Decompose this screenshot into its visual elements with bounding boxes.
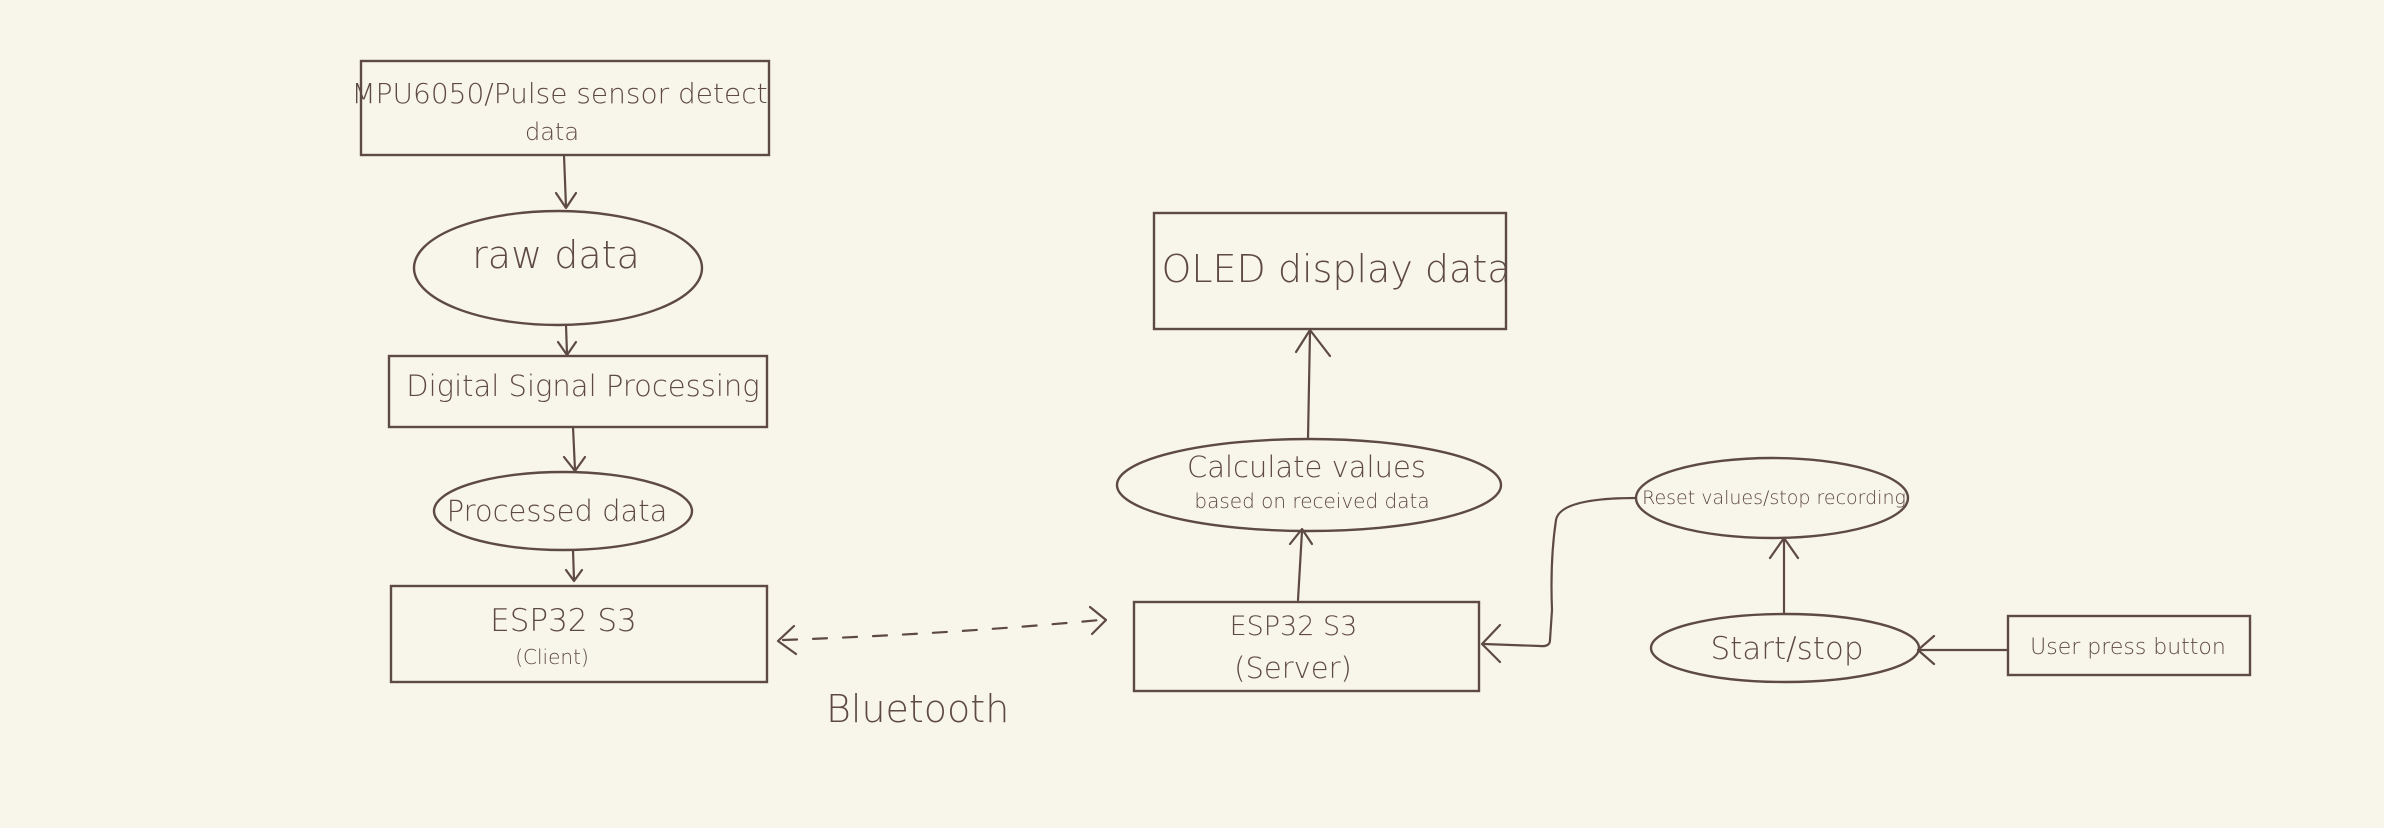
svg-text:Reset values/stop recording: Reset values/stop recording [1642,487,1906,509]
node-sensor-detect: MPU6050/Pulse sensor detect data [351,59,776,157]
node-raw-data: raw data [412,209,704,327]
node-dsp-label: Digital Signal Processing [406,369,759,403]
node-esp-client-box [389,584,769,684]
arrowhead-icon [562,455,587,473]
edge-processed-to-client [564,548,584,583]
node-start-stop-label: Start/stop [1710,631,1863,667]
node-calculate-values-line-1: Calculate values [1187,450,1426,484]
node-calculate-values-line-2: based on received data [1194,489,1429,513]
node-sensor-detect-line-1: MPU6050/Pulse sensor detect [351,77,767,110]
svg-text:Bluetooth: Bluetooth [826,687,1009,731]
svg-text:raw data: raw data [472,233,640,277]
node-processed-data: Processed data [432,470,694,552]
arrowhead-right-icon [1088,605,1108,636]
node-oled-display-box [1152,211,1508,331]
node-user-press-button-box [2006,614,2252,677]
arrowhead-icon [556,340,578,357]
node-user-press-button-label: User press button [2030,635,2226,660]
arrowhead-icon [564,568,584,583]
node-raw-data-label: raw data [472,233,640,277]
node-esp-server-line-2: (Server) [1234,651,1352,685]
node-esp-server-line-1: ESP32 S3 [1230,611,1358,642]
svg-text:ESP32 S3 (Server): ESP32 S3 (Server) [1230,611,1363,685]
edge-raw-to-dsp [556,323,578,357]
node-dsp: Digital Signal Processing [387,354,769,429]
edge-sensor-to-raw [554,153,578,210]
node-user-press-button: User press button [2006,614,2252,677]
arrowhead-icon [1288,527,1314,546]
svg-text:OLED display data: OLED display data [1161,247,1510,291]
arrowhead-icon [554,191,578,210]
edge-calculate-to-oled [1294,328,1332,441]
svg-text:Digital Signal Processing: Digital Signal Processing [406,369,759,403]
node-reset-values: Reset values/stop recording [1634,456,1910,540]
svg-text:MPU6050/Pulse sensor detect: MPU6050/Pulse sensor detect data [351,77,776,146]
svg-text:Calculate values based o: Calculate values based on received data [1187,450,1431,513]
svg-text:User press button: User press button [2030,635,2226,660]
node-esp-client-line-1: ESP32 S3 [490,603,637,639]
arrowhead-left-icon [776,624,798,656]
node-reset-values-label: Reset values/stop recording [1642,487,1906,509]
node-esp-server-box [1132,600,1481,693]
node-calculate-values: Calculate values based on received data [1115,437,1503,533]
edge-server-to-calculate [1288,527,1314,602]
node-processed-data-ellipse [432,470,694,552]
edge-startstop-to-reset [1768,536,1800,616]
node-esp-client-line-2: (Client) [515,645,589,669]
edge-bluetooth: Bluetooth [776,605,1108,731]
svg-text:ESP32 S3 (Client): ESP32 S3 (Client) [490,603,642,669]
node-processed-data-label: Processed data [447,494,668,528]
node-oled-display: OLED display data [1152,211,1511,331]
arrowhead-icon [1480,623,1502,664]
node-esp-client: ESP32 S3 (Client) [389,584,769,684]
arrowhead-icon [1916,634,1936,666]
node-esp-server: ESP32 S3 (Server) [1132,600,1481,693]
edge-user-to-startstop [1916,634,2010,666]
node-dsp-box [387,354,769,429]
svg-text:Start/stop: Start/stop [1710,631,1863,667]
edge-dsp-to-processed [562,425,587,473]
node-start-stop: Start/stop [1649,612,1921,684]
svg-text:Processed data: Processed data [447,494,668,528]
arrowhead-icon [1768,536,1800,560]
node-sensor-detect-line-2: data [525,118,579,146]
node-raw-data-ellipse [412,209,704,327]
node-oled-display-label: OLED display data [1161,247,1510,291]
edge-reset-to-server [1480,496,1638,664]
edge-label-bluetooth: Bluetooth [826,687,1009,731]
arrowhead-icon [1294,328,1332,358]
